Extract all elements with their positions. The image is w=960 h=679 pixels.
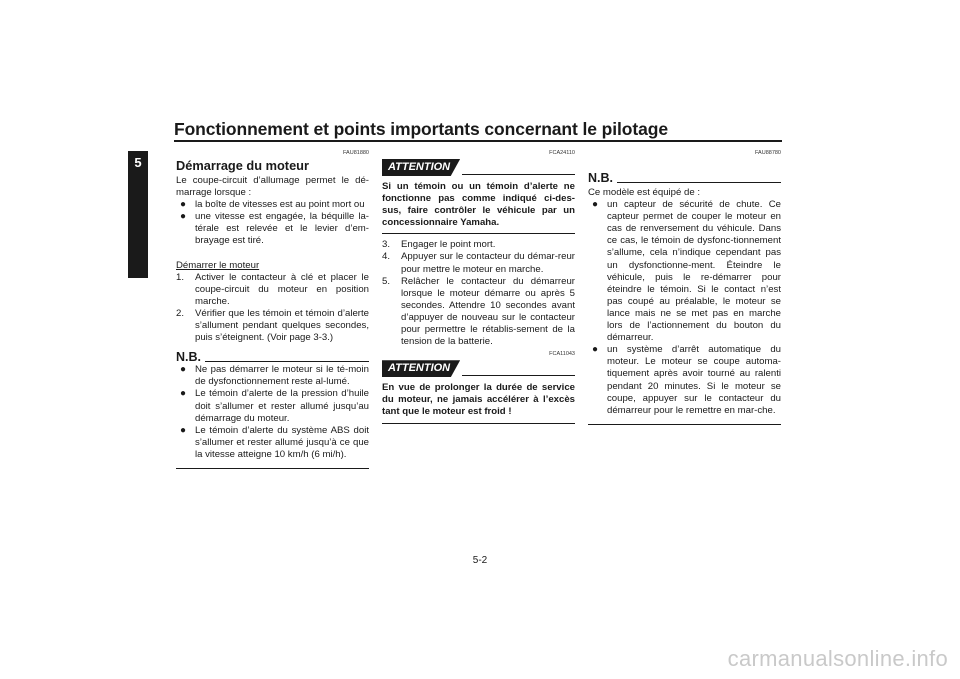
bullet-icon: ●: [180, 424, 187, 436]
attention-end-rule: [382, 233, 575, 235]
step-number: 1.: [176, 271, 185, 283]
list-item-text: Le témoin d’alerte de la pression d’huil…: [195, 388, 369, 424]
attention-rule: [462, 174, 575, 175]
step-text: Activer le contacteur à clé et placer le…: [195, 271, 369, 307]
attention-text: Si un témoin ou un témoin d’alerte ne fo…: [382, 181, 575, 229]
note-header: N.B.: [588, 171, 781, 185]
step-item: 3. Engager le point mort.: [382, 239, 575, 251]
reference-code: FCA24110: [549, 150, 575, 156]
step-item: 1. Activer le contacteur à clé et placer …: [176, 272, 369, 308]
attention-badge: ATTENTION: [382, 159, 461, 176]
list-item-text: Ne pas démarrer le moteur si le té-moin …: [195, 364, 369, 388]
watermark: carmanualsonline.info: [727, 646, 948, 671]
list-item-text: une vitesse est engagée, la béquille la-…: [195, 211, 369, 247]
step-text: Engager le point mort.: [401, 239, 496, 251]
chapter-tab: 5: [128, 151, 148, 278]
procedure-subtitle: Démarrer le moteur: [176, 259, 260, 271]
bullet-icon: ●: [592, 344, 599, 356]
step-number: 3.: [382, 239, 391, 251]
attention-header: ATTENTION: [382, 359, 575, 378]
page-title: Fonctionnement et points importants conc…: [174, 119, 668, 139]
bullet-icon: ●: [180, 199, 187, 211]
attention-rule: [462, 375, 575, 377]
note-label: N.B.: [588, 171, 613, 185]
step-text: Appuyer sur le contacteur du démar-reur …: [401, 251, 575, 275]
list-item-text: la boîte de vitesses est au point mort o…: [195, 199, 365, 211]
column-3: FAU88780 N.B. Ce modèle est équipé de : …: [588, 150, 781, 425]
note-rule: [205, 361, 369, 363]
reference-code: FAU88780: [755, 150, 781, 156]
attention-end-rule: [382, 422, 575, 424]
bullet-icon: ●: [180, 388, 187, 400]
intro-paragraph: Le coupe-circuit d’allumage permet le dé…: [176, 175, 369, 199]
list-item: ● Le témoin d’alerte de la pression d’hui…: [176, 388, 369, 424]
list-item: ● la boîte de vitesses est au point mort …: [176, 199, 369, 211]
header-rule: [174, 140, 782, 142]
list-item: ● une vitesse est engagée, la béquille la…: [176, 211, 369, 247]
reference-code: FAU81880: [343, 150, 369, 156]
list-item-text: un système d’arrêt automatique du moteur…: [607, 344, 781, 416]
bullet-icon: ●: [180, 211, 187, 223]
attention-badge: ATTENTION: [382, 360, 461, 378]
step-item: 2. Vérifier que les témoin et témoin d’al…: [176, 308, 369, 344]
list-item-text: Le témoin d’alerte du système ABS doit s…: [195, 424, 369, 460]
column-2: FCA24110 ATTENTION Si un témoin ou un té…: [382, 150, 575, 424]
list-item: ● Ne pas démarrer le moteur si le té-moin…: [176, 364, 369, 388]
list-item: ● un système d’arrêt automatique du moteu…: [588, 344, 781, 417]
step-text: Vérifier que les témoin et témoin d’aler…: [195, 307, 369, 344]
note-label: N.B.: [176, 350, 201, 365]
note-end-rule: [588, 423, 781, 425]
note-rule: [617, 182, 781, 183]
note-header: N.B.: [176, 350, 369, 364]
step-number: 2.: [176, 307, 185, 319]
column-1: FAU81880 Démarrage du moteur Le coupe-ci…: [176, 150, 369, 469]
attention-header: ATTENTION: [382, 158, 575, 176]
reference-code: FCA11043: [549, 351, 575, 358]
intro-paragraph: Ce modèle est équipé de :: [588, 187, 701, 198]
bullet-icon: ●: [592, 199, 599, 211]
list-item: ● un capteur de sécurité de chute. Ce cap…: [588, 199, 781, 344]
note-end-rule: [176, 467, 369, 469]
page-number: 5-2: [472, 555, 488, 566]
step-number: 5.: [382, 275, 391, 287]
bullet-icon: ●: [180, 364, 187, 376]
step-number: 4.: [382, 251, 391, 263]
section-heading: Démarrage du moteur: [176, 158, 309, 173]
list-item: ● Le témoin d’alerte du système ABS doit …: [176, 425, 369, 461]
step-text: Relâcher le contacteur du démarreur lors…: [401, 275, 575, 348]
list-item-text: un capteur de sécurité de chute. Ce capt…: [607, 199, 781, 344]
step-item: 4. Appuyer sur le contacteur du démar-reu…: [382, 251, 575, 275]
step-item: 5. Relâcher le contacteur du démarreur lo…: [382, 276, 575, 349]
attention-text: En vue de prolonger la durée de service …: [382, 382, 575, 418]
